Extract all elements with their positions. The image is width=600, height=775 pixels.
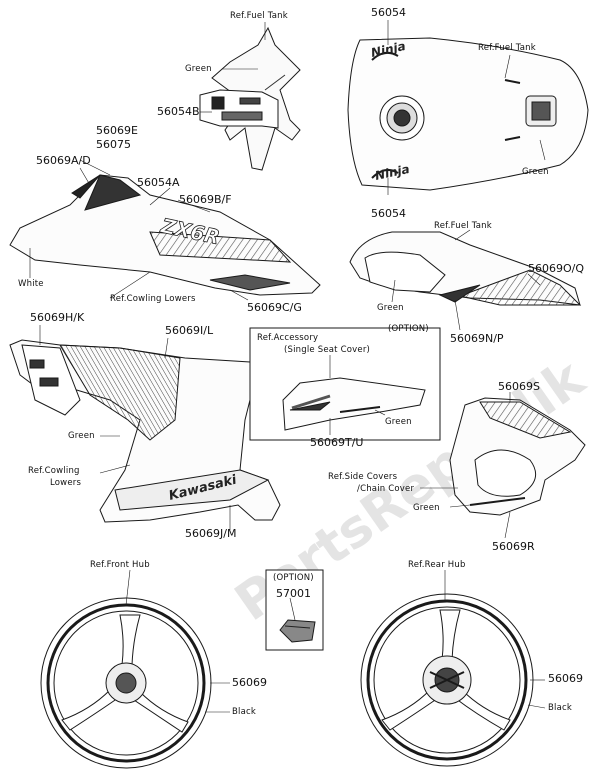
part-56069S: 56069S: [498, 380, 540, 393]
part-56069JM: 56069J/M: [185, 527, 237, 540]
green-label-2: Green: [522, 167, 549, 177]
rear-wheel-part: [360, 593, 534, 767]
green-label-6: Green: [413, 503, 440, 513]
front-cowl-part: ZX6R: [9, 174, 321, 296]
ref-fuel-tank-label-1: Ref.Fuel Tank: [230, 11, 288, 21]
part-56069AD: 56069A/D: [36, 154, 91, 167]
ref-side-covers-label: Ref.Side Covers: [328, 472, 398, 482]
part-56069E: 56069E: [96, 124, 138, 137]
part-57001: 57001: [276, 587, 311, 600]
black-label-2: Black: [548, 703, 572, 713]
part-56069HK: 56069H/K: [30, 311, 85, 324]
part-56069OQ: 56069O/Q: [528, 262, 585, 275]
part-56069-front: 56069: [232, 676, 267, 689]
part-56069IL: 56069I/L: [165, 324, 214, 337]
ref-cowling-lowers-label-2a: Ref.Cowling: [28, 466, 80, 476]
part-56054-top: 56054: [371, 6, 406, 19]
fuel-tank-part: Ninja Ninja: [347, 37, 589, 191]
part-56069BF: 56069B/F: [179, 193, 232, 206]
leader-lines: [29, 20, 546, 713]
chain-cover-label: /Chain Cover: [357, 484, 415, 494]
tail-cowl-part: [449, 397, 586, 516]
ref-front-hub-label: Ref.Front Hub: [90, 560, 150, 570]
option-label-1: (OPTION): [388, 324, 429, 334]
green-label-1: Green: [185, 64, 212, 74]
part-56054A: 56054A: [137, 176, 180, 189]
front-wheel-part: [40, 597, 212, 769]
green-label-4: Green: [385, 417, 412, 427]
ref-accessory-label: Ref.Accessory: [257, 333, 319, 343]
part-56069R: 56069R: [492, 540, 535, 553]
tank-side-part: [349, 231, 582, 306]
single-seat-cover-label: (Single Seat Cover): [284, 345, 371, 355]
part-56069TU: 56069T/U: [310, 436, 364, 449]
part-56054-bottom: 56054: [371, 207, 406, 220]
option-box-57001: [265, 569, 324, 651]
ref-cowling-lowers-label-2b: Lowers: [50, 478, 82, 488]
green-label-5: Green: [68, 431, 95, 441]
part-56069NP: 56069N/P: [450, 332, 504, 345]
part-56054B: 56054B: [157, 105, 200, 118]
part-56069CG: 56069C/G: [247, 301, 302, 314]
part-56075: 56075: [96, 138, 131, 151]
tank-cover-part: [199, 26, 301, 171]
ref-fuel-tank-label-3: Ref.Fuel Tank: [434, 221, 492, 231]
white-label: White: [18, 279, 44, 289]
part-56069-rear: 56069: [548, 672, 583, 685]
ref-fuel-tank-label-2: Ref.Fuel Tank: [478, 43, 536, 53]
ref-rear-hub-label: Ref.Rear Hub: [408, 560, 466, 570]
option-label-2: (OPTION): [273, 573, 314, 583]
option-box-seat-cover: [249, 327, 441, 441]
side-cowling-part: Kawasaki: [9, 339, 281, 523]
ref-cowling-lowers-label-1: Ref.Cowling Lowers: [110, 294, 196, 304]
green-label-3: Green: [377, 303, 404, 313]
black-label-1: Black: [232, 707, 256, 717]
